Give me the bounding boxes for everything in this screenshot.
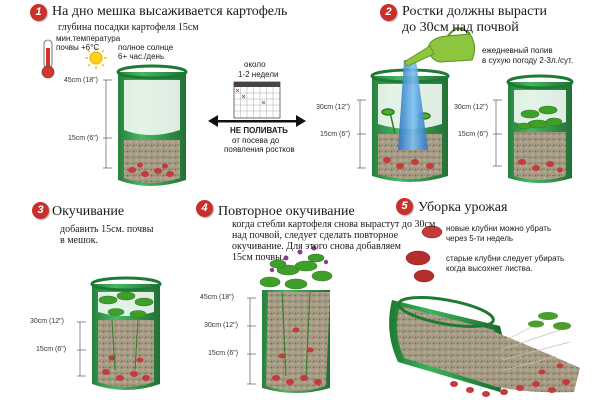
step-2b-measure-15: 15cm (6") <box>458 131 489 138</box>
no-watering-sub2: появления ростков <box>224 145 295 154</box>
harvest-tubers-legend <box>405 225 443 283</box>
step-4-text-line4: 15см почвы. <box>232 252 285 263</box>
step-3-measure-30: 30cm (12") <box>30 318 64 325</box>
bag-step1 <box>103 64 188 186</box>
step-2-measure-15: 15cm (6") <box>320 131 351 138</box>
calendar-about: около <box>244 60 266 69</box>
double-arrow-icon <box>208 115 306 127</box>
step-4-measure-15: 15cm (6") <box>208 350 239 357</box>
step-2-title-line2: до 30см над почвой <box>402 20 519 35</box>
step-3-badge: 3 <box>32 202 49 219</box>
step-2b-measure-30: 30cm (12") <box>454 104 488 111</box>
step-2-measure-30: 30cm (12") <box>316 104 350 111</box>
bag-step2-grown <box>493 74 574 183</box>
bag-step2 <box>357 60 450 182</box>
watering-line2: в сухую погоду 2-3л./сут. <box>482 56 574 65</box>
step-5-title: Уборка урожая <box>418 200 508 215</box>
step-3-text-line1: добавить 15см. почвы <box>60 224 154 235</box>
step-2-title-line1: Ростки должны вырасти <box>402 4 547 19</box>
step-3-text-line2: в мешок. <box>60 235 99 246</box>
calendar-weeks: 1-2 недели <box>238 70 279 79</box>
step-1-planting-depth: глубина посадки картофеля 15см <box>58 22 199 33</box>
thermometer-icon <box>41 39 55 79</box>
old-tubers-line1: старые клубни следует убирать <box>446 254 565 263</box>
bag-step3 <box>77 276 162 390</box>
watering-line1: ежедневный полив <box>482 46 553 55</box>
step-1-title: На дно мешка высаживается картофель <box>52 4 288 19</box>
calendar-icon <box>233 81 281 119</box>
sun-label: полное солнце <box>118 43 174 52</box>
step-2-badge: 2 <box>380 4 397 21</box>
sun-hours: 6+ час./день <box>118 52 165 61</box>
step-4-badge: 4 <box>196 200 213 217</box>
new-tubers-line1: новые клубни можно убрать <box>446 224 552 233</box>
new-tubers-line2: через 5-ти недель <box>446 234 514 243</box>
step-1-measure-15: 15cm (6") <box>68 135 99 142</box>
step-4-text-line3: окучивание. Для этого снова добавляем <box>232 241 401 252</box>
step-1-measure-45: 45cm (18") <box>64 77 98 84</box>
step-4-measure-30: 30cm (12") <box>204 322 238 329</box>
watering-can-icon <box>403 27 476 67</box>
sun-icon <box>85 47 107 69</box>
old-tubers-line2: когда высохнет листва. <box>446 264 533 273</box>
step-3-title: Окучивание <box>52 204 125 219</box>
step-4-measure-45: 45cm (18") <box>200 294 234 301</box>
step-4-text-line1: когда стебли картофеля снова вырастут до… <box>232 219 436 230</box>
min-temp-label: мин.температура <box>56 34 121 43</box>
step-5-badge: 5 <box>396 198 413 215</box>
min-temp-value: почвы +6°C <box>56 43 100 52</box>
no-watering-warning: НЕ ПОЛИВАТЬ <box>230 126 288 135</box>
step-1-badge: 1 <box>30 4 47 21</box>
step-4-text-line2: над почвой, следует сделать повторное <box>232 230 399 241</box>
no-watering-sub1: от посева до <box>232 136 280 145</box>
bag-step4 <box>247 245 333 393</box>
bag-harvest-tipped <box>389 296 580 397</box>
step-3-measure-15: 15cm (6") <box>36 346 67 353</box>
step-4-title: Повторное окучивание <box>218 204 355 219</box>
